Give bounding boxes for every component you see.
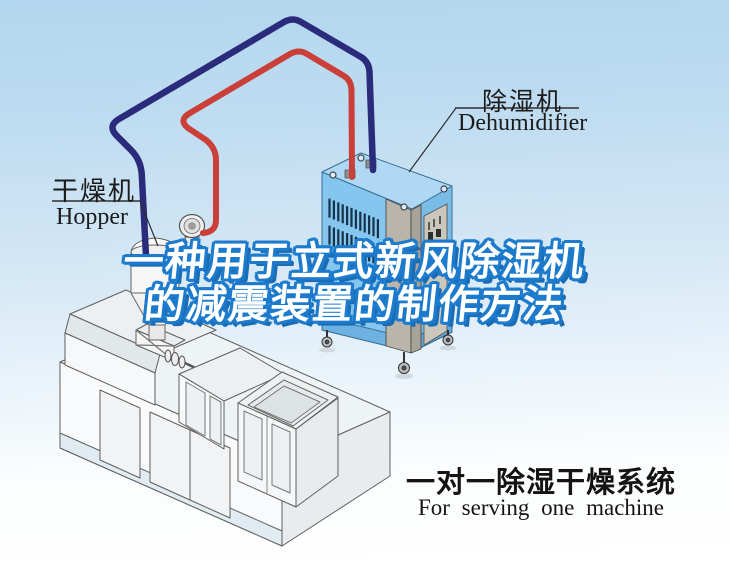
tower-front-pane — [271, 423, 291, 494]
caster-wheels — [321, 330, 454, 374]
caption-en: For serving one machine — [417, 495, 665, 520]
hopper-label-en: Hopper — [56, 204, 128, 230]
machine-front-panel — [99, 389, 141, 479]
caster-shadows — [319, 345, 456, 379]
molding-machine — [59, 289, 391, 547]
hopper-leader-line — [139, 200, 159, 247]
caption-zh: 一对一除湿干燥系统 — [405, 467, 676, 499]
title-line2: 的减震装置的制作方法 — [142, 283, 567, 327]
return-air-pipe — [180, 48, 355, 236]
tower-front-pane — [243, 410, 263, 481]
dehumidifier-label-zh: 除湿机 — [482, 88, 564, 116]
guard-window — [209, 395, 222, 446]
dehumidifier-leader-line — [408, 107, 457, 173]
eyelet-rings — [329, 154, 448, 211]
guard-window — [185, 381, 206, 437]
dry-air-pipe — [109, 16, 377, 260]
loader-device — [172, 213, 206, 255]
machine-tower — [237, 371, 339, 508]
louver-vents — [328, 198, 379, 266]
guard-box — [178, 347, 285, 450]
title-line1: 一种用于立式新风除湿机 — [121, 240, 588, 284]
callout-lines — [52, 107, 579, 247]
dehumidifier-label-en: Dehumidifier — [458, 110, 588, 136]
hopper-label-zh: 干燥机 — [52, 176, 137, 206]
